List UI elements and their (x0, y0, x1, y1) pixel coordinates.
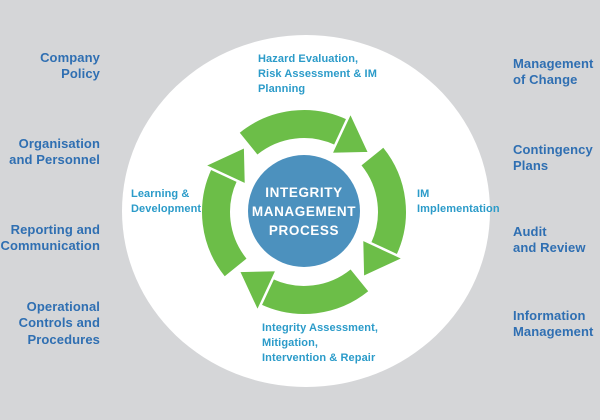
cycle-step-integrity-assessment: Integrity Assessment, Mitigation, Interv… (262, 322, 379, 364)
center-process-label: INTEGRITY MANAGEMENT PROCESS (251, 185, 357, 239)
center-circle (248, 155, 360, 267)
cycle-step-hazard-evaluation: Hazard Evaluation, Risk Assessment & IM … (258, 53, 377, 95)
label-contingency-plans: Contingency Plans (513, 142, 593, 174)
label-organisation-personnel: Organisation and Personnel (9, 136, 100, 168)
label-information-management: Information Management (513, 308, 594, 340)
label-reporting-communication: Reporting and Communication (0, 222, 100, 254)
label-company-policy: Company Policy (40, 50, 100, 82)
cycle-step-learning-development: Learning & Development (131, 188, 202, 215)
label-operational-controls: Operational Controls and Procedures (18, 299, 100, 347)
label-management-of-change: Management of Change (513, 56, 594, 88)
cycle-step-im-implementation: IM Implementation (417, 188, 500, 215)
label-audit-review: Audit and Review (513, 224, 586, 256)
